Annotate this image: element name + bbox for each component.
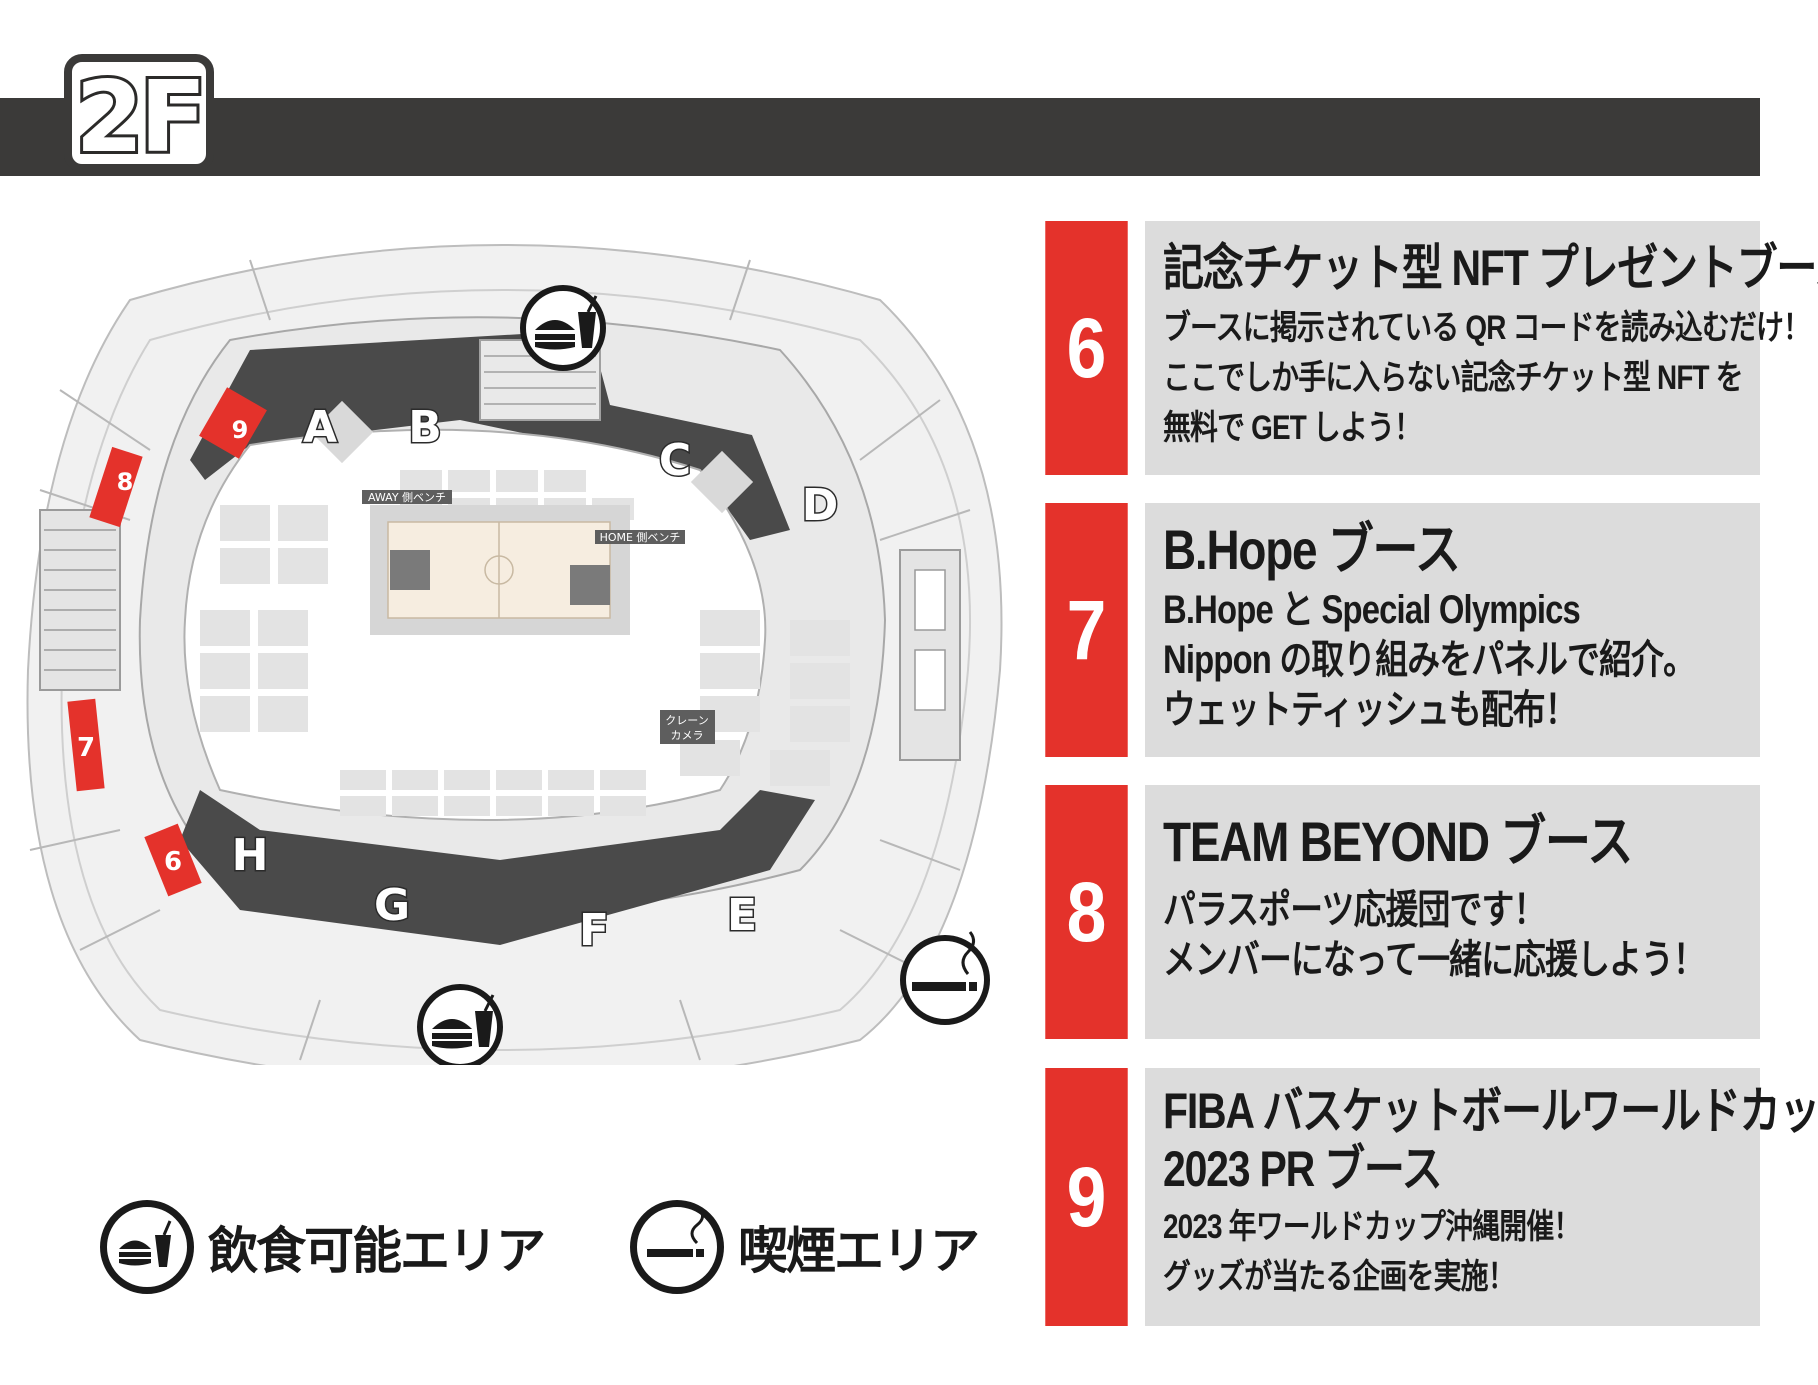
booth-8-desc: パラスポーツ応援団です！ メンバーになって一緒に応援しよう！ — [1163, 885, 1760, 985]
upper-stand-band — [190, 330, 790, 540]
map-eating-icon-top[interactable] — [520, 285, 606, 371]
smoking-icon — [630, 1200, 724, 1294]
legend-smoking: 喫煙エリア — [630, 1200, 980, 1294]
booth-7-desc: B.Hope と Special Olympics Nippon の取り組みをパ… — [1163, 585, 1760, 735]
booth-9-title-2: 2023 PR ブース — [1163, 1141, 1443, 1197]
booth-9-number: 9 — [1045, 1068, 1128, 1326]
booth-6-title: 記念チケット型 NFT プレゼントブース — [1163, 240, 1818, 296]
booth-marker-9[interactable]: 9 — [232, 416, 249, 444]
map-eating-icon-bottom[interactable] — [417, 984, 503, 1067]
legend-eating: 飲食可能エリア — [100, 1200, 546, 1294]
booth-6-desc: ブースに掲示されている QR コードを読み込むだけ！ ここでしか手に入らない記念… — [1163, 303, 1811, 453]
booth-7-line-3: ウェットティッシュも配布！ — [1163, 688, 1578, 732]
booth-9-line-2: グッズが当たる企画を実施！ — [1163, 1258, 1516, 1296]
section-d: D — [802, 480, 839, 531]
booth-6-card: 6 記念チケット型 NFT プレゼントブース ブースに掲示されている QR コー… — [1038, 221, 1818, 475]
eating-area-label: 飲食可能エリア — [208, 1222, 546, 1280]
map-smoking-icon[interactable] — [900, 931, 990, 1025]
booth-7-line-1: B.Hope と Special Olympics — [1163, 588, 1581, 632]
header-bar — [0, 98, 1760, 176]
section-c: C — [659, 435, 691, 486]
booth-marker-6[interactable]: 6 — [164, 847, 182, 877]
booth-7-title: B.Hope ブース — [1163, 518, 1461, 581]
floor-label: 2F — [64, 54, 214, 172]
away-bench-label: AWAY 側ベンチ — [368, 491, 446, 504]
booth-9-title: FIBA バスケットボールワールドカップ — [1163, 1083, 1818, 1139]
booth-marker-8[interactable]: 8 — [117, 468, 134, 496]
section-a: A — [303, 402, 337, 453]
booth-6-line-3: 無料で GET しよう！ — [1163, 409, 1422, 447]
booth-marker-8-shape — [89, 446, 143, 528]
crane-camera-label-1: クレーン — [665, 714, 708, 727]
booth-7-line-2: Nippon の取り組みをパネルで紹介。 — [1163, 638, 1696, 682]
section-f: F — [579, 905, 609, 956]
section-g: G — [374, 880, 410, 931]
booth-6-panel: 記念チケット型 NFT プレゼントブース ブースに掲示されている QR コードを… — [1145, 221, 1818, 475]
booth-marker-7[interactable]: 7 — [77, 733, 95, 763]
floor-text: 2F — [75, 61, 202, 172]
section-e: E — [727, 890, 757, 941]
smoking-area-label: 喫煙エリア — [738, 1222, 980, 1280]
lower-stand-band — [180, 790, 815, 945]
section-h: H — [232, 830, 269, 881]
booth-8-card: 8 TEAM BEYOND ブース パラスポーツ応援団です！ メンバーになって一… — [1038, 785, 1760, 1039]
booth-9-line-1: 2023 年ワールドカップ沖縄開催！ — [1163, 1208, 1581, 1246]
booth-8-number: 8 — [1045, 785, 1128, 1039]
booth-6-line-1: ブースに掲示されている QR コードを読み込むだけ！ — [1163, 309, 1811, 347]
crane-camera-label-2: カメラ — [671, 729, 704, 742]
arena-map: AWAY 側ベンチ HOME 側ベンチ クレーン カメラ A B C D H G… — [26, 244, 1003, 1067]
section-b: B — [408, 402, 442, 453]
booth-8-line-1: パラスポーツ応援団です！ — [1163, 888, 1546, 932]
booth-9-card: 9 FIBA バスケットボールワールドカップ 2023 PR ブース 2023 … — [1038, 1068, 1818, 1326]
booth-marker-9-shape — [199, 387, 267, 459]
booth-6-number: 6 — [1045, 221, 1128, 475]
home-bench-label: HOME 側ベンチ — [600, 531, 681, 544]
eating-icon — [100, 1200, 194, 1294]
booth-marker-7-shape — [67, 698, 105, 792]
booth-6-line-2: ここでしか手に入らない記念チケット型 NFT を — [1163, 359, 1744, 397]
booth-7-card: 7 B.Hope ブース B.Hope と Special Olympics N… — [1038, 503, 1760, 757]
booth-8-title: TEAM BEYOND ブース — [1163, 810, 1633, 873]
booth-9-desc: 2023 年ワールドカップ沖縄開催！ グッズが当たる企画を実施！ — [1163, 1202, 1760, 1302]
booth-8-line-2: メンバーになって一緒に応援しよう！ — [1163, 938, 1706, 982]
booth-9-panel: FIBA バスケットボールワールドカップ 2023 PR ブース 2023 年ワ… — [1145, 1068, 1818, 1326]
booth-8-panel: TEAM BEYOND ブース パラスポーツ応援団です！ メンバーになって一緒に… — [1145, 785, 1760, 1039]
booth-7-number: 7 — [1045, 503, 1128, 757]
booth-marker-6-shape — [144, 823, 202, 897]
booth-7-panel: B.Hope ブース B.Hope と Special Olympics Nip… — [1145, 503, 1760, 757]
